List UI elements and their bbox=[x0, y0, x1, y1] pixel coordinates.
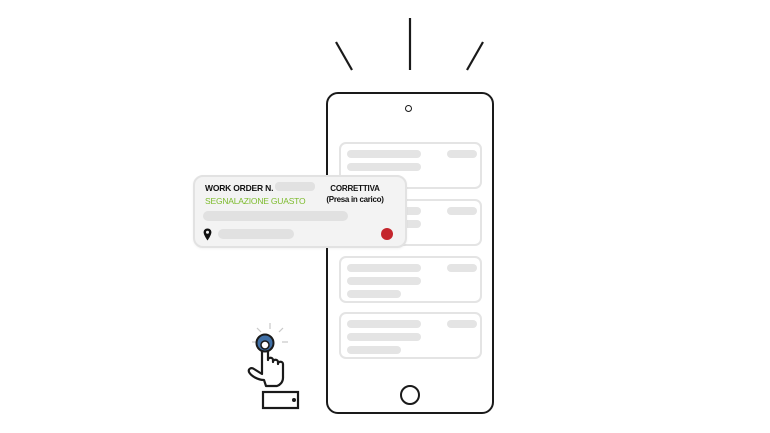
status-dot-icon bbox=[381, 228, 393, 240]
work-order-status: (Presa in carico) bbox=[326, 195, 384, 204]
work-order-type: CORRETTIVA bbox=[330, 184, 380, 193]
list-item[interactable] bbox=[339, 312, 482, 359]
work-order-label: WORK ORDER N. bbox=[205, 183, 274, 193]
description-placeholder bbox=[203, 211, 348, 221]
smartphone bbox=[326, 92, 494, 414]
work-order-notification[interactable]: WORK ORDER N. CORRETTIVA (Presa in caric… bbox=[193, 175, 407, 248]
attention-rays-icon bbox=[335, 18, 484, 71]
list-item[interactable] bbox=[339, 256, 482, 303]
work-order-category: SEGNALAZIONE GUASTO bbox=[205, 196, 306, 206]
pointing-hand-icon bbox=[247, 323, 300, 410]
work-order-number-placeholder bbox=[275, 182, 315, 191]
home-button[interactable] bbox=[400, 385, 420, 405]
camera-icon bbox=[405, 105, 412, 112]
address-placeholder bbox=[218, 229, 294, 239]
location-pin-icon bbox=[203, 228, 212, 241]
